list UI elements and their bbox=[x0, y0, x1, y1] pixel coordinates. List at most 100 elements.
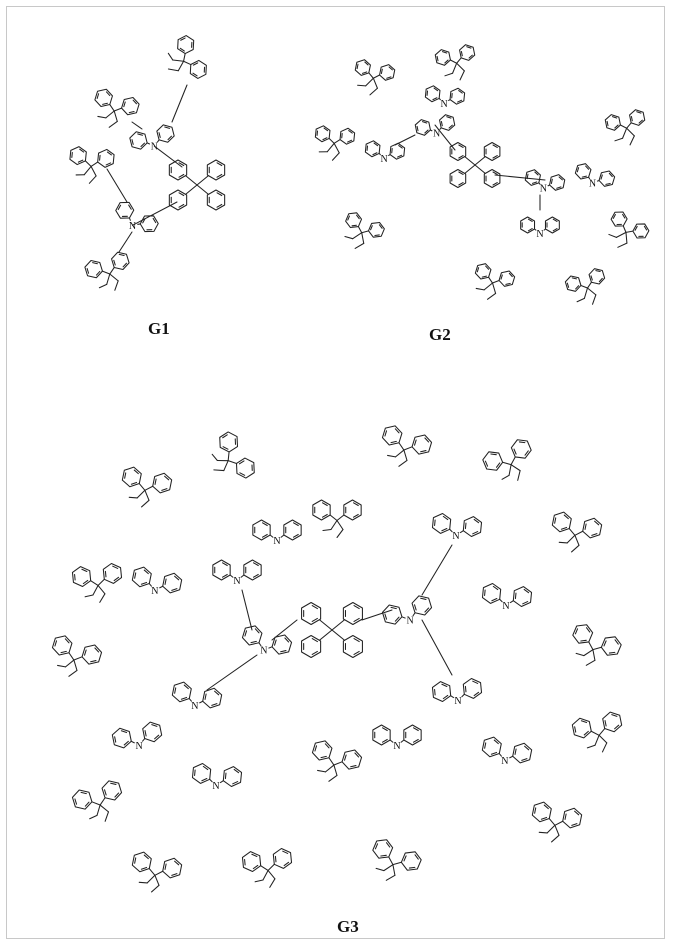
alkyl-chain bbox=[392, 864, 396, 876]
nitrogen-atom-label: N bbox=[540, 184, 547, 195]
bond bbox=[625, 230, 634, 233]
benzene-ring bbox=[510, 439, 532, 459]
bond bbox=[153, 145, 183, 168]
bond bbox=[68, 652, 75, 661]
fluorene-unit bbox=[434, 44, 476, 81]
benzene-ring bbox=[111, 727, 132, 749]
benzene-ring bbox=[381, 604, 403, 625]
alkyl-chain bbox=[336, 519, 344, 531]
alkyl-chain bbox=[625, 231, 628, 244]
benzene-ring bbox=[354, 59, 371, 76]
alkyl-chain bbox=[223, 460, 229, 472]
alkyl-chain bbox=[566, 534, 576, 544]
alkyl-chain bbox=[331, 152, 340, 161]
bond bbox=[434, 124, 456, 151]
benzene-ring bbox=[481, 582, 502, 604]
bond bbox=[227, 460, 238, 465]
bond bbox=[328, 757, 335, 766]
bond bbox=[131, 121, 143, 130]
bond bbox=[99, 797, 106, 806]
alkyl-chain bbox=[508, 464, 512, 476]
carbazole-unit: N bbox=[431, 677, 483, 707]
bond bbox=[185, 175, 198, 186]
benzene-ring bbox=[51, 635, 73, 656]
fluorene-unit bbox=[531, 801, 583, 843]
benzene-ring bbox=[520, 216, 536, 234]
carbazole-unit: N bbox=[481, 582, 533, 612]
bond bbox=[474, 164, 486, 174]
alkyl-chain bbox=[269, 878, 276, 888]
alkyl-chain bbox=[538, 831, 548, 834]
nitrogen-atom-label: N bbox=[212, 781, 219, 792]
alkyl-chain bbox=[213, 469, 225, 472]
nitrogen-atom-label: N bbox=[454, 696, 461, 707]
nitrogen-atom-label: N bbox=[260, 646, 267, 657]
bond bbox=[271, 619, 298, 641]
benzene-ring bbox=[512, 742, 533, 764]
benzene-ring bbox=[598, 170, 616, 187]
benzene-ring bbox=[191, 762, 212, 784]
bond bbox=[574, 530, 584, 536]
alkyl-chain bbox=[317, 769, 327, 773]
benzene-ring bbox=[588, 268, 606, 285]
alkyl-chain bbox=[594, 734, 600, 746]
benzene-ring bbox=[379, 64, 396, 81]
alkyl-chain bbox=[333, 142, 340, 154]
bond bbox=[196, 184, 209, 195]
benzene-ring bbox=[177, 35, 195, 55]
fluorene-unit bbox=[84, 251, 130, 291]
bond bbox=[357, 226, 363, 234]
benzene-ring bbox=[189, 59, 207, 79]
alkyl-chain bbox=[501, 474, 510, 480]
bond bbox=[588, 641, 594, 651]
bond bbox=[421, 619, 453, 676]
benzene-ring bbox=[101, 780, 123, 801]
bond bbox=[196, 175, 209, 186]
alkyl-chain bbox=[394, 449, 405, 458]
benzene-ring bbox=[121, 466, 142, 488]
benzene-ring bbox=[162, 857, 183, 879]
benzene-ring bbox=[152, 472, 173, 494]
alkyl-chain bbox=[551, 834, 560, 843]
benzene-ring bbox=[524, 169, 541, 186]
bond bbox=[241, 589, 253, 631]
alkyl-chain bbox=[614, 137, 624, 142]
fluorene-unit bbox=[372, 839, 422, 881]
carbazole-unit: N bbox=[424, 85, 466, 110]
alkyl-chain bbox=[558, 541, 568, 544]
phenyl-ring bbox=[206, 189, 226, 211]
benzene-ring bbox=[600, 636, 622, 656]
alkyl-chain bbox=[361, 232, 365, 244]
alkyl-chain bbox=[629, 135, 635, 146]
alkyl-chain bbox=[89, 814, 98, 820]
fluorene-unit bbox=[167, 35, 207, 79]
phenyl-ring bbox=[342, 601, 363, 626]
benzene-ring bbox=[582, 517, 603, 539]
carbazole-unit: N bbox=[364, 140, 406, 165]
carbazole-unit: N bbox=[481, 736, 533, 767]
alkyl-chain bbox=[167, 52, 174, 61]
tetraphenylmethane-core bbox=[301, 601, 363, 659]
alkyl-chain bbox=[114, 280, 119, 291]
benzene-ring bbox=[564, 275, 582, 292]
benzene-ring bbox=[403, 724, 422, 746]
bond bbox=[109, 103, 115, 112]
alkyl-chain bbox=[456, 62, 465, 72]
benzene-ring bbox=[115, 201, 135, 219]
alkyl-chain bbox=[617, 242, 628, 248]
bond bbox=[185, 184, 198, 195]
alkyl-chain bbox=[177, 60, 185, 72]
bond bbox=[267, 863, 275, 871]
benzene-ring bbox=[572, 624, 594, 644]
benzene-ring bbox=[97, 148, 115, 168]
bond bbox=[368, 72, 374, 79]
nitrogen-atom-label: N bbox=[406, 616, 413, 627]
alkyl-chain bbox=[97, 115, 107, 119]
alkyl-chain bbox=[90, 165, 97, 177]
carbazole-unit: N bbox=[129, 124, 175, 153]
benzene-ring bbox=[544, 216, 560, 234]
bond bbox=[90, 161, 99, 167]
alkyl-chain bbox=[385, 874, 396, 881]
alkyl-chain bbox=[254, 879, 264, 883]
